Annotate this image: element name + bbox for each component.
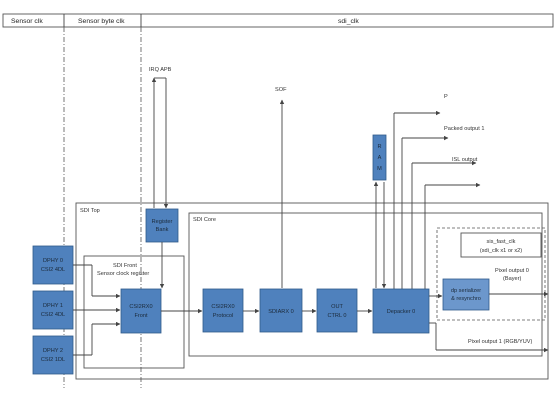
register-bank-sublabel: Bank (156, 227, 169, 233)
ram-label-m: M (377, 166, 382, 172)
dphy-1-label: DPHY 1 (43, 303, 63, 309)
pixel-output-0-sublabel: (Bayer) (503, 276, 521, 282)
csi2rx-front-sublabel: Front (134, 313, 148, 319)
deserializer-label: dp serializer (451, 288, 481, 294)
dphy-0-sublabel: CSI2 4DL (41, 267, 65, 273)
ram-block (372, 134, 387, 181)
dphy-1-sublabel: CSI2 4DL (41, 312, 65, 318)
dphy-0-label: DPHY 0 (43, 258, 63, 264)
sdi-core-label: SDI Core (193, 217, 216, 223)
sis-fast-clk-box (460, 232, 542, 258)
dphy-2-label: DPHY 2 (43, 348, 63, 354)
dphy-0-block (32, 245, 74, 285)
sensor-byte-clk-label: Sensor byte clk (78, 18, 125, 25)
sensor-clk-label: Sensor clk (11, 18, 43, 25)
irq-apb-label: IRQ APB (149, 67, 172, 73)
dphy-1-block (32, 290, 74, 330)
ram-label-a: A (378, 155, 382, 161)
sdi-top-label: SDI Top (80, 208, 100, 214)
out-ctrl-block (316, 288, 358, 333)
out-ctrl-label: OUT (331, 304, 343, 310)
clock-domain-header (2, 13, 554, 28)
depacker-label: Depacker 0 (387, 309, 416, 315)
sdiarx-label: SDIARX 0 (268, 309, 294, 315)
sdi-front-label: SDI Front (113, 263, 137, 269)
sdi-clk-label: sdi_clk (338, 18, 359, 25)
register-bank-label: Register (152, 219, 173, 225)
pixel-output-0-label: Pixel output 0 (495, 268, 529, 274)
sdiarx-block (259, 288, 303, 333)
csi2rx-protocol-label: CSI2RX0 (211, 304, 234, 310)
sof-label: SOF (275, 87, 287, 93)
ram-label-r: R (377, 144, 381, 150)
dphy-2-block (32, 335, 74, 375)
csi2rx-protocol-sublabel: Protocol (213, 313, 234, 319)
deserializer-sublabel: & resynchro (451, 296, 481, 302)
register-bank-block (145, 208, 179, 243)
csi2rx-front-block (120, 288, 162, 334)
dphy-2-sublabel: CSI2 1DL (41, 357, 65, 363)
sis-fast-clk-label: sis_fast_clk (487, 239, 516, 245)
depacker-block (372, 288, 430, 334)
sdi-front-sublabel: Sensor clock register (97, 271, 149, 277)
csi2rx-protocol-block (202, 288, 244, 333)
packed-output-0-label: P (444, 94, 448, 100)
sis-fast-clk-sublabel: (sdi_clk x1 or x2) (480, 248, 522, 254)
sdi-core-container (188, 212, 543, 357)
out-ctrl-sublabel: CTRL 0 (327, 313, 346, 319)
isl-output-label: ISL output (452, 157, 478, 163)
sdi-top-container (75, 202, 549, 380)
pixel-output-1-label: Pixel output 1 (RGB/YUV) (468, 339, 532, 345)
csi2rx-front-label: CSI2RX0 (129, 304, 152, 310)
packed-output-1-label: Packed output 1 (444, 126, 484, 132)
deserializer-block (442, 278, 490, 311)
sdi-front-container (83, 255, 185, 369)
